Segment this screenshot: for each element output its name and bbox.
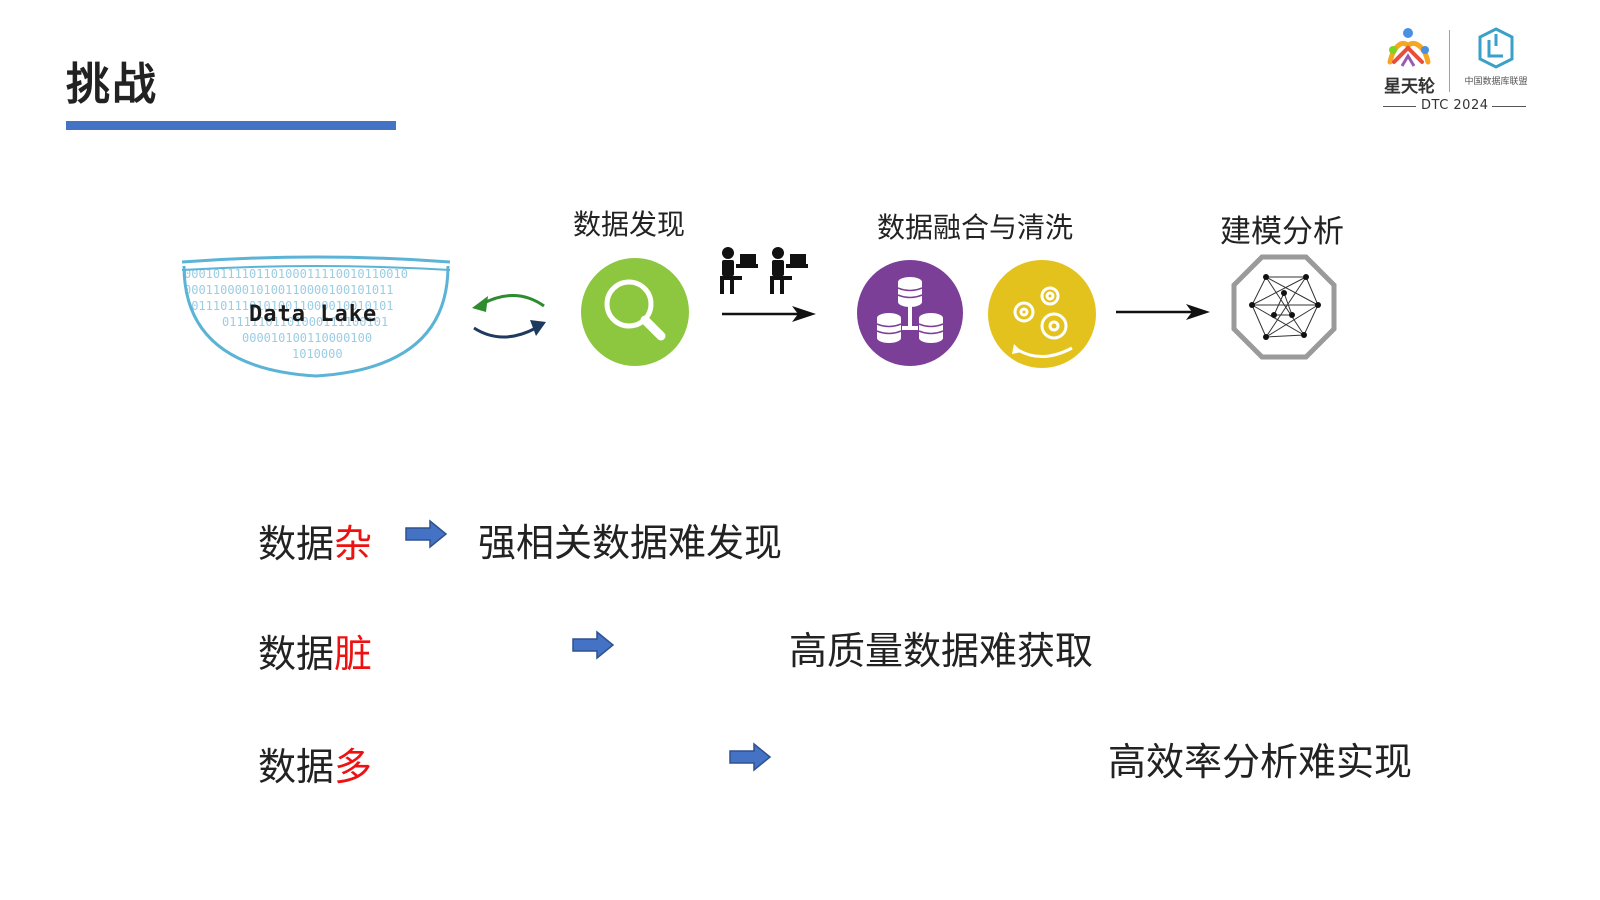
stage-label-fusion: 数据融合与清洗 — [877, 211, 1074, 244]
challenge-result: 强相关数据难发现 — [478, 521, 783, 565]
discovery-circle — [581, 258, 689, 366]
stage-label-modeling: 建模分析 — [1220, 214, 1344, 250]
flow-arrow — [1116, 304, 1210, 320]
challenge-prefix: 数据 — [258, 522, 335, 566]
binary-row: 0001011110110100011110010110010 — [184, 267, 408, 281]
challenge-keyword: 杂 — [334, 522, 373, 566]
xingtianlun-logo-icon — [1387, 28, 1431, 67]
challenge-prefix: 数据 — [258, 632, 335, 676]
binary-row: 000010100110000100 — [242, 331, 372, 345]
people-at-computers-icon — [720, 247, 808, 294]
data-lake-illustration: 0001011110110100011110010110010 00011000… — [181, 255, 451, 378]
database-icon — [876, 277, 944, 343]
challenge-cause: 数据多 — [258, 736, 372, 791]
blue-arrow-icon — [405, 519, 448, 549]
alliance-logo-icon — [1478, 27, 1514, 69]
magnifier-icon — [604, 279, 666, 341]
challenge-keyword: 脏 — [334, 632, 373, 676]
divider-line — [1383, 106, 1416, 107]
event-label: DTC 2024 — [1421, 98, 1489, 113]
divider-line — [1492, 106, 1526, 107]
challenge-cause: 数据脏 — [258, 623, 372, 678]
blue-arrow-icon — [729, 742, 772, 772]
binary-row: 10111011101010011000010010101 — [184, 299, 394, 313]
binary-row: 01111101101000111100101 — [222, 315, 388, 329]
xingtianlun-logo-text: 星天轮 — [1384, 77, 1435, 97]
challenge-keyword: 多 — [334, 745, 373, 789]
blue-arrow-icon — [572, 630, 615, 660]
data-lake-label: Data Lake — [249, 302, 378, 327]
challenge-result: 高效率分析难实现 — [1108, 740, 1413, 784]
logo-divider — [1449, 30, 1450, 92]
stage-label-discovery: 数据发现 — [573, 208, 686, 241]
challenge-cause: 数据杂 — [258, 513, 372, 568]
alliance-logo-text: 中国数据库联盟 — [1464, 77, 1528, 87]
binary-row: 00011000010100110000100101011 — [184, 283, 394, 297]
cleaning-circle — [988, 260, 1096, 368]
page-title: 挑战 — [66, 59, 158, 110]
challenge-result: 高质量数据难获取 — [789, 629, 1094, 673]
binary-row: 1010000 — [292, 347, 343, 361]
title-underline — [66, 121, 396, 130]
sync-arrows-icon — [472, 294, 546, 339]
challenge-prefix: 数据 — [258, 745, 335, 789]
gears-icon — [1012, 286, 1073, 358]
network-graph-icon — [1231, 254, 1337, 360]
flow-arrow — [722, 306, 816, 322]
fusion-circle — [857, 260, 963, 366]
